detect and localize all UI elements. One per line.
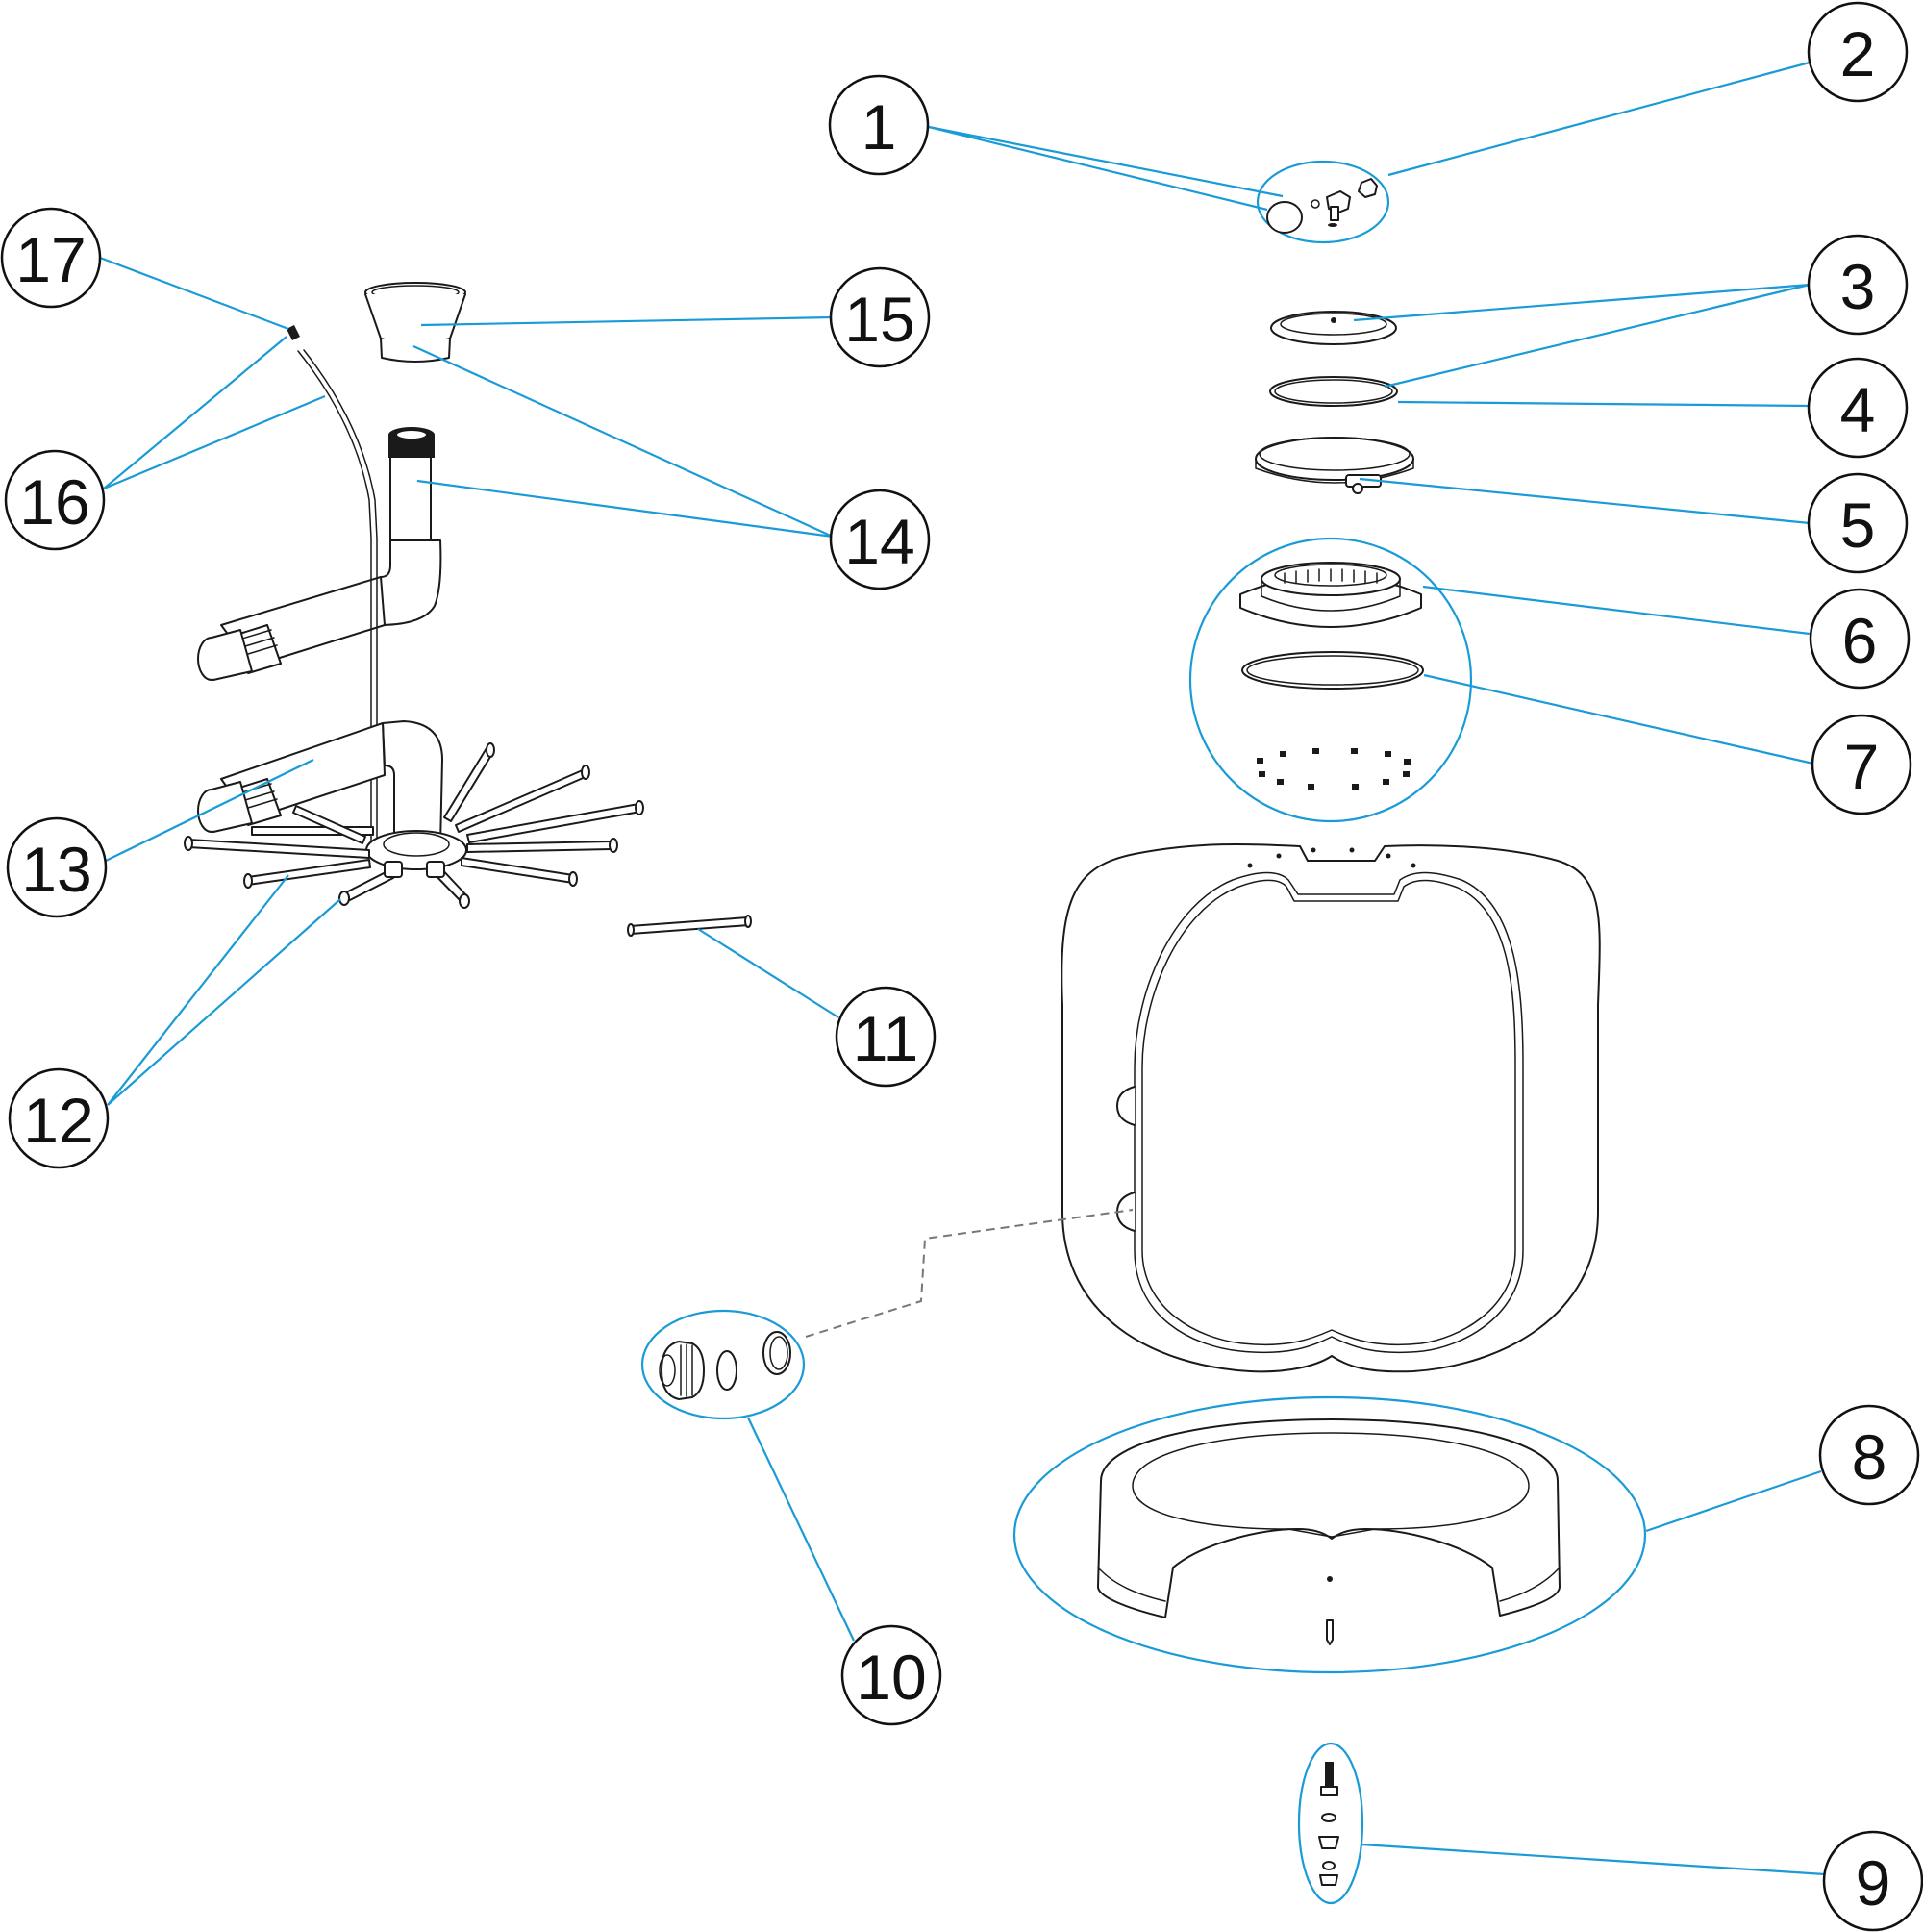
leader-5 [1359, 477, 1811, 525]
leader-10 [747, 1417, 855, 1642]
callout-4-label: 4 [1840, 374, 1876, 445]
leader-11 [697, 928, 839, 1018]
callout-11: 11 [835, 986, 937, 1088]
leader-15 [420, 315, 834, 327]
collector-assembly [184, 325, 644, 909]
callout-8: 8 [1818, 1404, 1920, 1506]
callout-6-label: 6 [1842, 605, 1878, 676]
callout-1: 1 [828, 74, 930, 176]
callout-2: 2 [1807, 1, 1909, 103]
leader-12 [107, 874, 289, 1106]
leader-4 [1397, 400, 1811, 408]
leader-16 [103, 336, 287, 489]
leader-13 [105, 759, 314, 862]
callout-17: 17 [0, 207, 102, 309]
callout-17-label: 17 [15, 224, 86, 295]
part-3-lid [1270, 311, 1397, 345]
part-8-base [1012, 1395, 1647, 1674]
callout-7: 7 [1811, 714, 1912, 815]
callout-7-label: 7 [1844, 731, 1880, 802]
callout-16-label: 16 [19, 466, 89, 538]
callout-13-label: 13 [21, 834, 91, 905]
leader-16b [103, 394, 326, 490]
leader-14 [416, 479, 834, 539]
callout-15: 15 [829, 266, 931, 368]
tank-body [1061, 842, 1601, 1373]
part-2-vent-assembly [1256, 160, 1390, 244]
part-6-7-flange-group [1188, 537, 1473, 823]
callout-9-label: 9 [1856, 1847, 1891, 1919]
callout-8-label: 8 [1852, 1421, 1887, 1493]
callout-2-label: 2 [1840, 18, 1876, 89]
part-10-union [640, 1309, 806, 1420]
callout-3: 3 [1807, 234, 1909, 336]
leader-lines [99, 61, 1826, 1876]
leader-1b [928, 125, 1268, 212]
part-9-drain [1297, 1742, 1364, 1905]
callout-1-label: 1 [862, 91, 897, 163]
callout-4: 4 [1807, 357, 1909, 459]
callout-9: 9 [1822, 1830, 1923, 1932]
callout-5: 5 [1807, 472, 1909, 574]
callout-6: 6 [1809, 588, 1911, 690]
leader-17 [99, 256, 289, 331]
part-15-funnel [364, 282, 466, 363]
callout-10: 10 [840, 1624, 942, 1726]
union-dashed-guide [805, 1209, 1134, 1338]
callout-11-label: 11 [853, 1003, 919, 1074]
leader-12b [107, 898, 341, 1106]
part-5-clamp [1255, 437, 1414, 494]
callout-10-label: 10 [856, 1642, 926, 1713]
leader-2 [1387, 61, 1811, 177]
callout-13: 13 [6, 816, 108, 918]
leader-6 [1422, 585, 1811, 636]
callout-3-label: 3 [1840, 251, 1876, 322]
part-4-oring [1269, 376, 1398, 407]
leader-9 [1361, 1843, 1826, 1876]
callout-16: 16 [4, 449, 106, 551]
leader-1 [928, 125, 1284, 198]
callout-15-label: 15 [844, 284, 914, 355]
callout-5-label: 5 [1840, 489, 1876, 561]
callout-14-label: 14 [844, 506, 914, 577]
callout-12: 12 [8, 1067, 110, 1169]
part-11-lateral [627, 915, 752, 937]
leader-14b [412, 344, 834, 539]
callout-12-label: 12 [23, 1085, 93, 1156]
leader-3 [1353, 283, 1811, 322]
callout-14: 14 [829, 489, 931, 590]
leader-8 [1645, 1469, 1822, 1533]
leader-3b [1384, 283, 1811, 389]
leader-7 [1423, 673, 1814, 765]
